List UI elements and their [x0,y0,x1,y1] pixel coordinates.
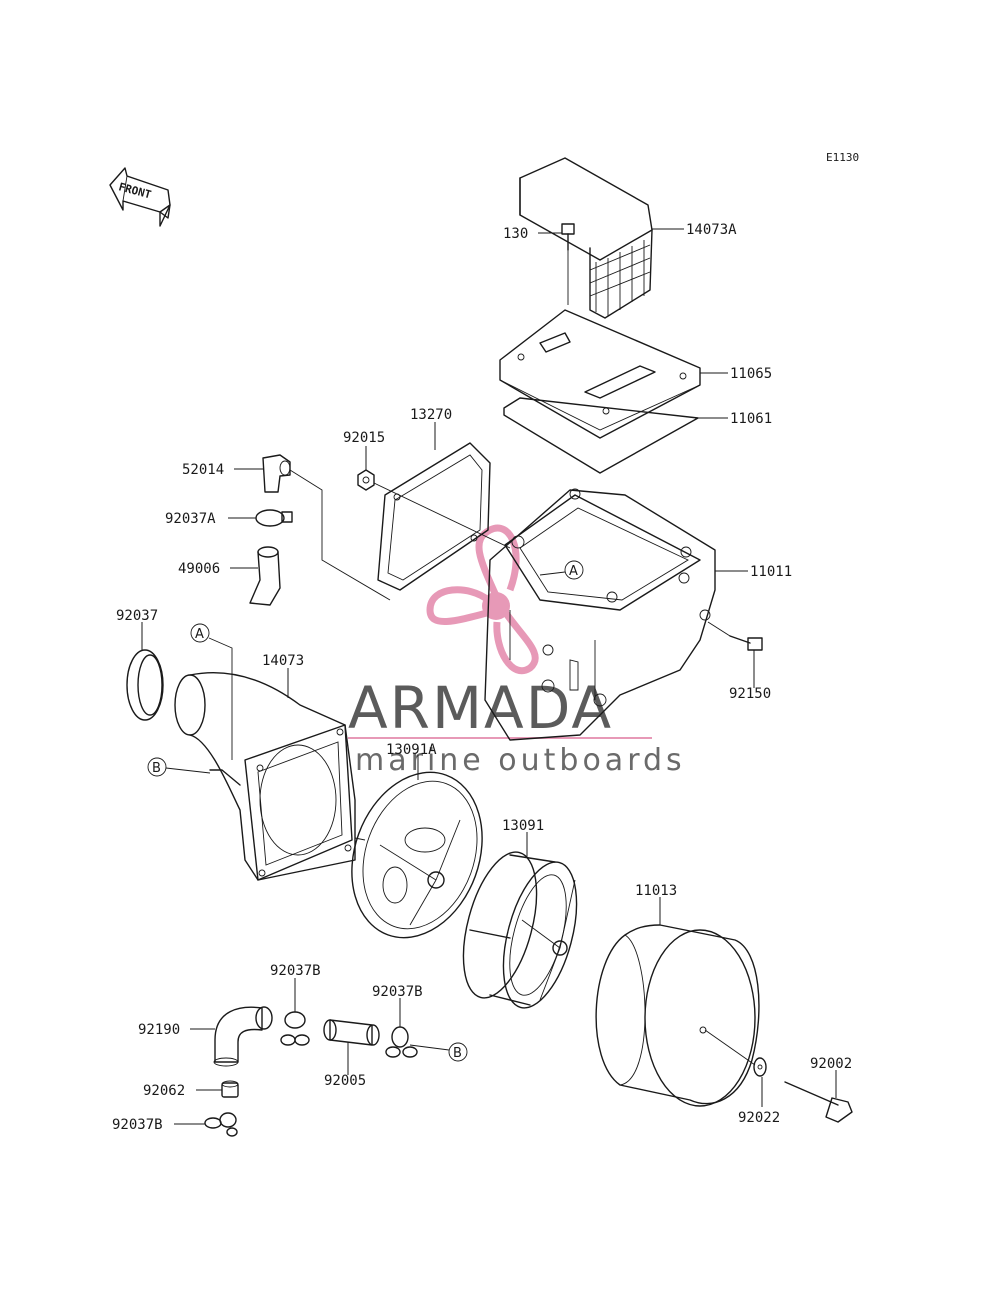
part-label-13091: 13091 [502,818,544,834]
part-label-92037B-1: 92037B [270,963,321,979]
part-label-11061: 11061 [730,411,772,427]
clip-92037B-1 [280,1011,310,1046]
elbow-hose-92190 [213,1006,273,1067]
watermark-subtitle: marine outboards [355,743,686,778]
part-label-14073: 14073 [262,653,304,669]
part-label-92150: 92150 [729,686,771,702]
part-label-14073A: 14073A [686,222,737,238]
diagram-code: E1130 [826,151,859,164]
cap-92062 [221,1080,239,1098]
nut-92015 [357,469,375,491]
svg-text:A: A [569,564,578,579]
gasket-13270 [377,442,491,591]
svg-text:B: B [453,1046,462,1061]
part-label-92022: 92022 [738,1110,780,1126]
part-label-13091A: 13091A [386,742,437,758]
part-label-92190: 92190 [138,1022,180,1038]
washer-92022 [753,1057,767,1077]
callout-b-duct: B [147,757,211,777]
clamp-92037A [255,509,293,527]
foam-filter-11013 [595,924,760,1107]
svg-text:B: B [152,761,161,776]
propeller-icon [426,524,539,675]
part-label-13270: 13270 [410,407,452,423]
clip-92037B-3 [204,1112,238,1137]
fitting-52014 [262,454,291,493]
part-label-49006: 49006 [178,561,220,577]
part-label-92037A: 92037A [165,511,216,527]
callout-a-duct: A [190,623,233,760]
band-92037 [126,649,164,721]
part-label-11013: 11013 [635,883,677,899]
part-label-92005: 92005 [324,1073,366,1089]
front-arrow-icon: FRONT [109,167,171,227]
callout-a-case: A [539,560,584,580]
intake-cover-14073A [519,157,653,319]
part-label-92037: 92037 [116,608,158,624]
part-label-92037B-3: 92037B [112,1117,163,1133]
part-label-92015: 92015 [343,430,385,446]
watermark-logo: ARMADA marine outboards [348,524,686,778]
gasket-11061 [503,397,699,474]
filter-cap-13091A [351,771,483,939]
part-label-92002: 92002 [810,1056,852,1072]
part-label-92062: 92062 [143,1083,185,1099]
watermark-title: ARMADA [348,674,613,742]
part-label-11065: 11065 [730,366,772,382]
part-label-92037B-2: 92037B [372,984,423,1000]
cover-plate-11065 [499,309,701,439]
part-label-130: 130 [503,226,528,242]
stud-bolt-92002 [784,1081,853,1123]
filter-frame-13091 [462,851,578,1009]
clip-92037B-2 [385,1026,418,1058]
svg-text:A: A [195,627,204,642]
bolt-92150 [729,635,763,651]
air-box-case-11011 [484,488,716,741]
part-label-52014: 52014 [182,462,224,478]
callout-b-lower: B [409,1042,468,1062]
pipe-92005 [323,1019,380,1046]
bolt-130 [561,223,575,305]
intake-duct-14073 [174,672,356,881]
part-label-11011: 11011 [750,564,792,580]
hose-49006 [249,546,281,606]
